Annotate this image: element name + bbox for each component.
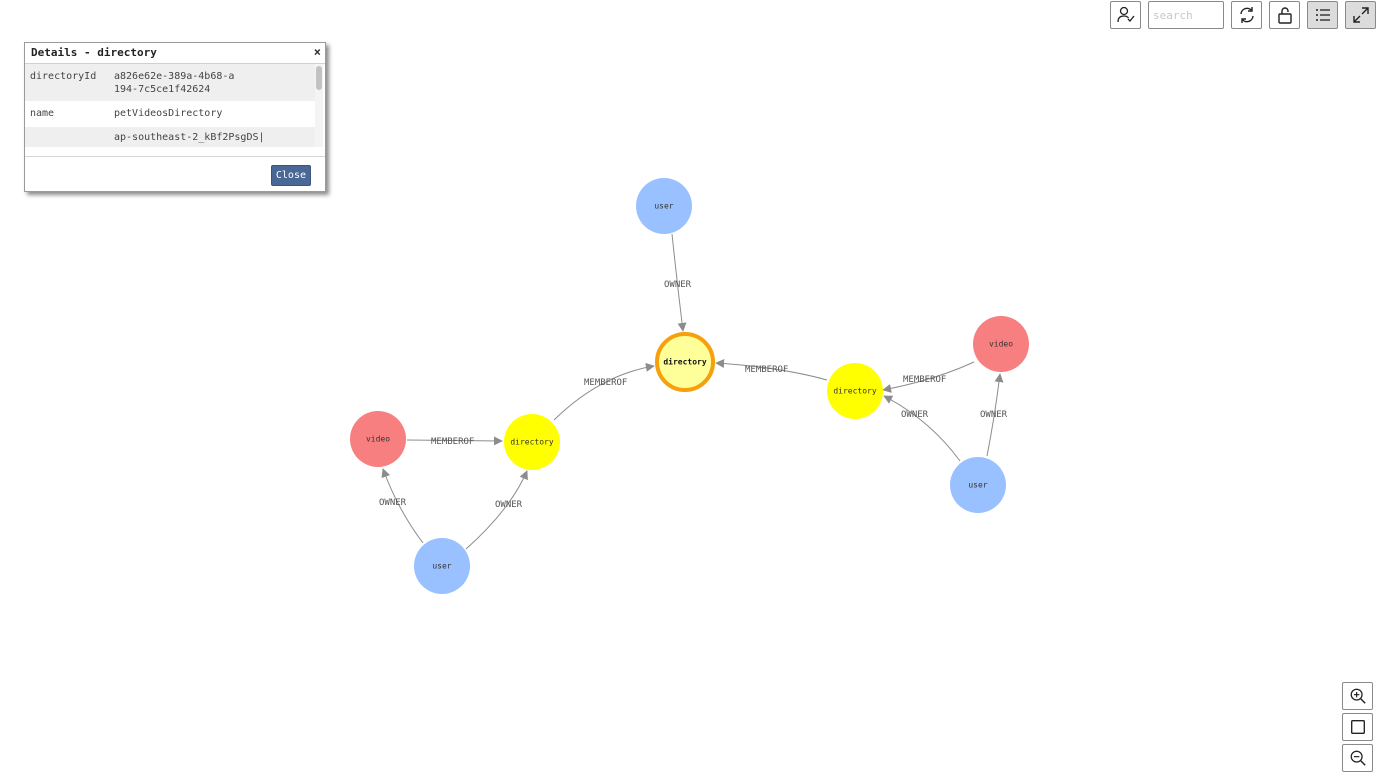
edge-label: OWNER xyxy=(901,410,929,420)
expand-button[interactable] xyxy=(1345,1,1376,29)
node-label: directory xyxy=(510,438,554,447)
edge-memberof[interactable] xyxy=(715,359,828,381)
node-directory[interactable] xyxy=(827,363,883,419)
zoom-in-button[interactable] xyxy=(1342,682,1373,710)
details-key xyxy=(25,131,114,147)
user-check-icon xyxy=(1116,6,1135,23)
edge-label: OWNER xyxy=(495,500,523,510)
details-row: name petVideosDirectory xyxy=(25,101,317,127)
details-key: name xyxy=(30,108,55,119)
details-value: petVideosDirectory xyxy=(114,108,223,119)
edge-owner[interactable] xyxy=(671,233,687,332)
node-directory-selected[interactable] xyxy=(655,332,715,392)
scroll-thumb[interactable] xyxy=(316,66,322,90)
details-key: directoryId xyxy=(30,71,97,82)
node-label: directory xyxy=(663,357,707,367)
edge-label: OWNER xyxy=(664,280,692,290)
node-label: video xyxy=(989,340,1013,349)
node-user[interactable] xyxy=(414,538,470,594)
details-value: ap-southeast-2_kBf2PsgDS| xyxy=(114,132,265,143)
edge-label: OWNER xyxy=(379,498,407,508)
edge-owner[interactable] xyxy=(465,470,528,550)
details-value: a826e62e-389a-4b68-a194-7c5ce1f42624 xyxy=(114,71,235,95)
edge-label: MEMBEROF xyxy=(431,437,474,447)
zoom-out-button[interactable] xyxy=(1342,744,1373,772)
unlock-button[interactable] xyxy=(1269,1,1300,29)
edge-owner[interactable] xyxy=(883,395,961,462)
fit-button[interactable] xyxy=(1342,713,1373,741)
details-row: ap-southeast-2_kBf2PsgDS| xyxy=(25,127,317,147)
refresh-button[interactable] xyxy=(1231,1,1262,29)
zoom-out-icon xyxy=(1350,750,1366,766)
node-label: user xyxy=(968,481,987,490)
node-video[interactable] xyxy=(350,411,406,467)
toolbar xyxy=(1110,1,1378,31)
fit-icon xyxy=(1350,720,1365,734)
edge-memberof[interactable] xyxy=(406,436,503,446)
edge-label: MEMBEROF xyxy=(903,375,946,385)
dialog-title: Details - directory xyxy=(31,46,157,59)
node-label: user xyxy=(654,202,673,211)
edge-owner[interactable] xyxy=(986,373,1004,457)
search-input[interactable] xyxy=(1148,1,1224,29)
expand-icon xyxy=(1352,7,1369,23)
close-button[interactable]: Close xyxy=(270,165,311,186)
close-icon[interactable]: × xyxy=(313,45,321,59)
unlock-icon xyxy=(1277,7,1292,24)
details-row: directoryId a826e62e-389a-4b68-a194-7c5c… xyxy=(25,64,317,101)
edge-label: OWNER xyxy=(980,410,1008,420)
dialog-footer: Close xyxy=(25,156,325,193)
node-user[interactable] xyxy=(636,178,692,234)
node-directory[interactable] xyxy=(504,414,560,470)
zoom-in-icon xyxy=(1350,688,1366,704)
details-table: directoryId a826e62e-389a-4b68-a194-7c5c… xyxy=(25,64,317,147)
node-label: directory xyxy=(833,387,877,396)
list-icon xyxy=(1315,9,1330,21)
refresh-icon xyxy=(1239,7,1254,23)
node-video[interactable] xyxy=(973,316,1029,372)
dialog-scrollbar[interactable] xyxy=(315,64,323,147)
details-dialog: Details - directory × directoryId a826e6… xyxy=(24,42,326,192)
edge-memberof[interactable] xyxy=(882,361,975,393)
node-label: user xyxy=(432,562,451,571)
edge-memberof[interactable] xyxy=(553,362,655,421)
edge-label: MEMBEROF xyxy=(584,378,627,388)
edge-owner[interactable] xyxy=(381,468,424,544)
node-user[interactable] xyxy=(950,457,1006,513)
list-button[interactable] xyxy=(1307,1,1338,29)
node-label: video xyxy=(366,435,390,444)
dialog-header: Details - directory × xyxy=(25,43,325,64)
edge-label: MEMBEROF xyxy=(745,365,788,375)
user-check-button[interactable] xyxy=(1110,1,1141,29)
